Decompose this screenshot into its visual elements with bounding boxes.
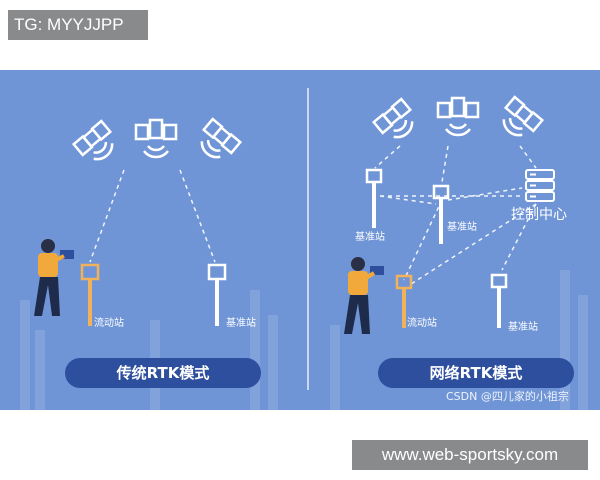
signal-links-right [374, 145, 537, 287]
satellite-icon [134, 118, 178, 159]
satellite-icon [502, 95, 545, 137]
bottom-tag: www.web-sportsky.com [352, 440, 588, 470]
base-station-label: 基准站 [447, 222, 477, 233]
signal-links-left [89, 169, 216, 263]
diagram-canvas [20, 88, 588, 410]
rtk-diagram-panel: 流动站 基准站 基准站 基准站 基准站 流动站 控制中心 传统RTK模式 网络R… [0, 70, 600, 410]
surveyor-person-icon [34, 239, 74, 316]
base-station-label: 基准站 [508, 322, 538, 333]
base-station-icon [432, 184, 450, 244]
base-station-icon [207, 263, 227, 326]
control-center-label: 控制中心 [511, 207, 567, 223]
satellite-icon [436, 96, 480, 137]
base-station-icon [490, 273, 508, 328]
base-station-icon [365, 168, 383, 228]
rover-station-label: 流动站 [407, 318, 437, 329]
top-tag: TG: MYYJJPP [8, 10, 148, 40]
base-station-label: 基准站 [226, 318, 256, 329]
network-rtk-title: 网络RTK模式 [378, 358, 574, 388]
traditional-rtk-title: 传统RTK模式 [65, 358, 261, 388]
rover-station-label: 流动站 [94, 318, 124, 329]
watermark: CSDN @四儿家的小祖宗 [446, 390, 569, 403]
base-station-label: 基准站 [355, 232, 385, 243]
satellite-icon [371, 97, 414, 139]
satellite-icon [200, 117, 243, 159]
server-icon [525, 169, 555, 202]
rover-station-icon [80, 263, 100, 326]
surveyor-person-icon [344, 257, 384, 334]
satellite-icon [71, 119, 114, 161]
rover-station-icon [395, 274, 413, 328]
